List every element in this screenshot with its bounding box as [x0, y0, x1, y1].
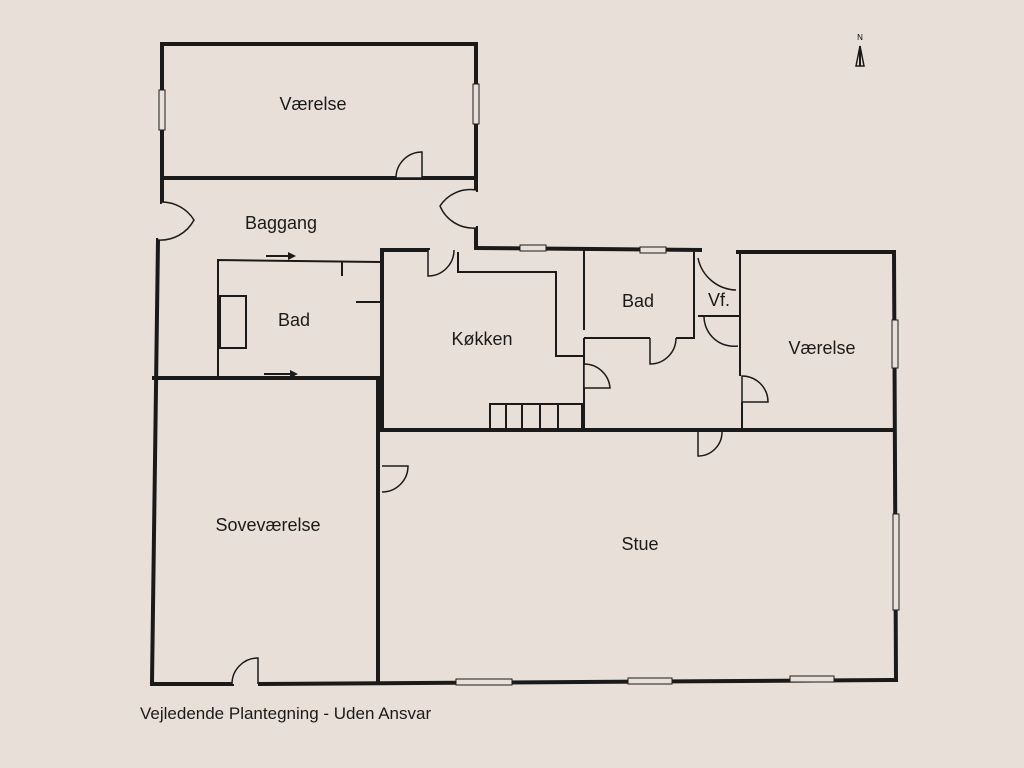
window — [891, 319, 899, 369]
door — [157, 201, 195, 241]
walls — [149, 42, 899, 687]
window — [639, 246, 667, 254]
room-label-kokken: Køkken — [451, 329, 512, 349]
door — [439, 188, 477, 229]
room-label-bad-right: Bad — [622, 291, 654, 311]
plan-caption: Vejledende Plantegning - Uden Ansvar — [140, 704, 432, 723]
window — [519, 244, 547, 252]
door — [427, 249, 455, 277]
window — [627, 677, 673, 685]
north-arrow-icon: N — [855, 33, 865, 67]
room-label-stue: Stue — [621, 534, 658, 554]
window — [158, 89, 166, 131]
room-label-baggang: Baggang — [245, 213, 317, 233]
window — [455, 678, 513, 686]
room-label-sovevaerelse: Soveværelse — [215, 515, 320, 535]
room-label-vaerelse-right: Værelse — [788, 338, 855, 358]
room-label-bad-left: Bad — [278, 310, 310, 330]
window — [892, 513, 900, 611]
arrows — [264, 252, 298, 378]
staircase — [489, 403, 583, 431]
windows — [158, 83, 900, 686]
door — [741, 375, 769, 403]
door — [231, 657, 259, 685]
window — [789, 675, 835, 683]
doors — [157, 151, 769, 685]
door — [583, 363, 611, 389]
door — [697, 257, 737, 291]
room-label-vaerelse-top: Værelse — [279, 94, 346, 114]
door — [381, 465, 409, 493]
door — [395, 151, 423, 179]
door — [703, 315, 739, 348]
north-label: N — [857, 33, 863, 42]
room-label-vf: Vf. — [708, 290, 730, 310]
door — [649, 337, 677, 365]
door — [697, 431, 723, 457]
window — [472, 83, 480, 125]
